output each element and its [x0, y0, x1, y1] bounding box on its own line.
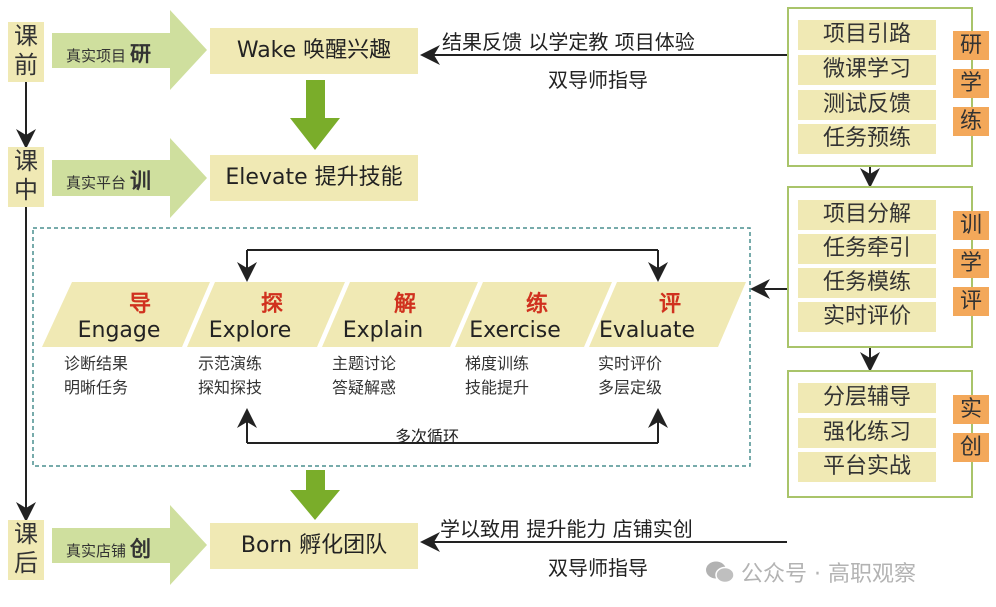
phase-in-class: 课中 [8, 147, 44, 207]
group-item: 平台实战 [798, 452, 936, 482]
group-tag: 练 [953, 107, 989, 136]
group-item: 任务牵引 [798, 234, 936, 264]
bottom-mentor-text: 双导师指导 [548, 556, 648, 580]
stage-exercise-cn: 练 [525, 292, 548, 317]
watermark: 公众号 · 高职观察 [705, 556, 916, 588]
stage-exercise-en: Exercise [469, 318, 561, 343]
group-item: 项目分解 [798, 200, 936, 230]
group-item: 测试反馈 [798, 90, 936, 120]
group-item: 分层辅导 [798, 383, 936, 413]
row-label-train: 真实平台训 [66, 169, 152, 193]
group-tag: 创 [953, 433, 989, 462]
stage-explore-desc: 示范演练探知探技 [198, 354, 263, 397]
green-down-arrow [290, 470, 340, 520]
group-tag: 学 [953, 249, 989, 278]
stage-evaluate-cn: 评 [658, 292, 681, 317]
stage-explore-cn: 探 [260, 292, 283, 317]
stage-explain-en: Explain [342, 318, 424, 343]
group-item: 强化练习 [798, 418, 936, 448]
born-box: Born 孵化团队 [210, 523, 418, 569]
bottom-feedback-text: 学以致用 提升能力 店铺实创 [440, 517, 693, 541]
group-tag: 实 [953, 395, 989, 424]
cycle-container [32, 227, 751, 467]
phase-after-class: 课后 [8, 520, 44, 580]
stage-evaluate-desc: 实时评价多层定级 [598, 354, 663, 397]
stage-shapes [42, 282, 746, 347]
row-label-research: 真实项目研 [66, 42, 152, 66]
loop-label: 多次循环 [395, 427, 460, 446]
row-label-create: 真实店铺创 [66, 537, 152, 561]
stage-engage-en: Engage [77, 318, 161, 343]
group-item: 微课学习 [798, 55, 936, 85]
stage-engage-cn: 导 [128, 292, 151, 317]
stage-explain-cn: 解 [393, 292, 416, 317]
green-down-arrow [290, 80, 340, 150]
wake-box: Wake 唤醒兴趣 [210, 28, 418, 74]
stage-explain-desc: 主题讨论答疑解惑 [332, 354, 397, 397]
stage-engage-desc: 诊断结果明晰任务 [64, 354, 129, 397]
elevate-box: Elevate 提升技能 [210, 155, 418, 201]
wechat-icon [706, 561, 735, 584]
stage-explore-en: Explore [208, 318, 292, 343]
big-arrows [52, 10, 207, 585]
group-tag: 研 [953, 31, 989, 60]
top-feedback-text: 结果反馈 以学定教 项目体验 [442, 30, 695, 54]
group-item: 任务模练 [798, 268, 936, 298]
group-tag: 评 [953, 287, 989, 316]
phase-before-class: 课前 [8, 22, 44, 82]
top-mentor-text: 双导师指导 [548, 68, 648, 92]
stage-evaluate-en: Evaluate [598, 318, 696, 343]
group-tag: 训 [953, 211, 989, 240]
stage-exercise-desc: 梯度训练技能提升 [465, 354, 530, 397]
group-tag: 学 [953, 69, 989, 98]
group-item: 任务预练 [798, 124, 936, 154]
group-item: 实时评价 [798, 302, 936, 332]
group-item: 项目引路 [798, 20, 936, 50]
